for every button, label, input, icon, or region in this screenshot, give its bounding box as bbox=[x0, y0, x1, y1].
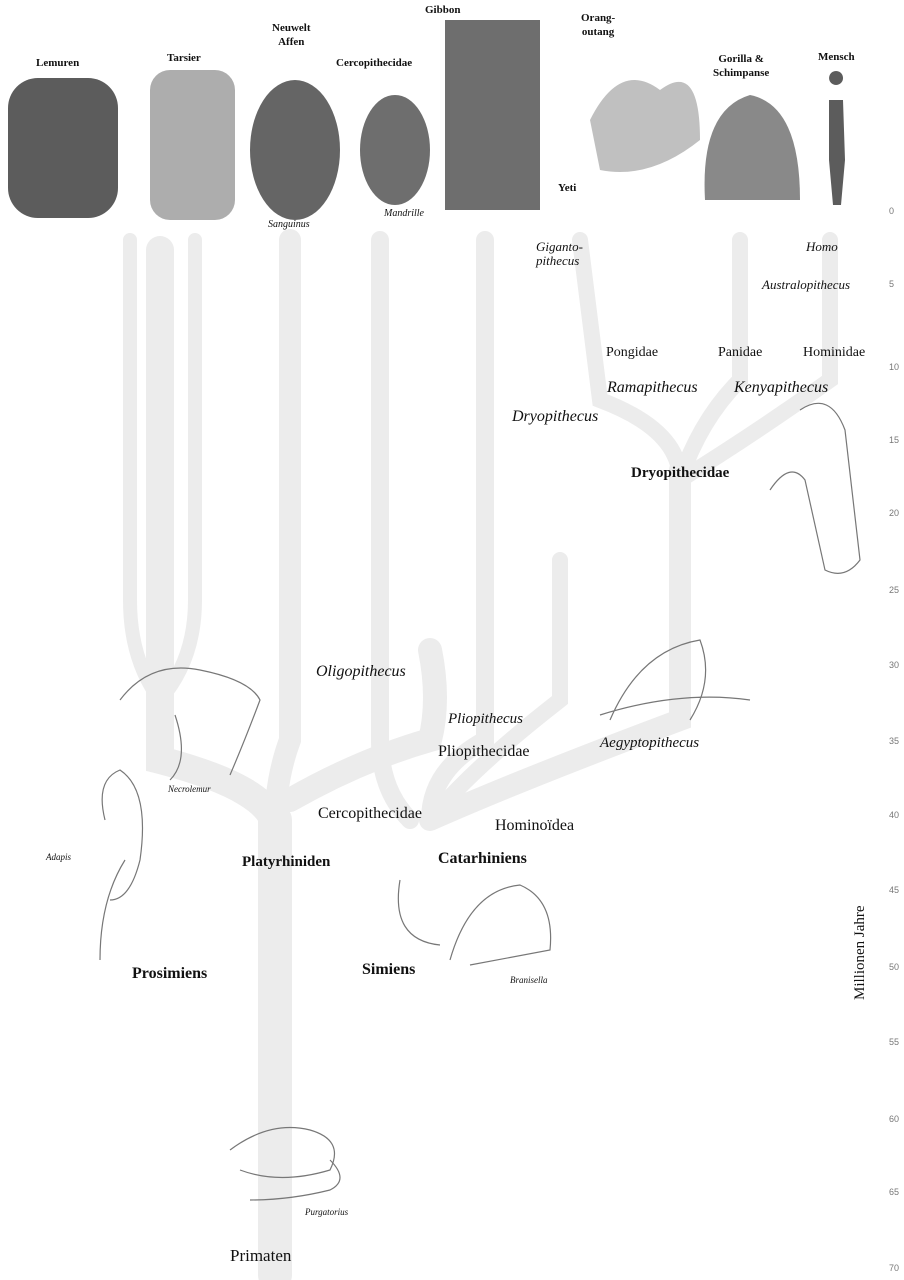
taxon-hominoidea: Hominoïdea bbox=[495, 818, 574, 834]
axis-tick-10: 10 bbox=[889, 362, 899, 372]
caption-yeti: Yeti bbox=[558, 183, 576, 194]
taxon-simiens: Simiens bbox=[362, 962, 415, 978]
caption-necrolemur: Necrolemur bbox=[168, 785, 211, 794]
taxon-primaten: Primaten bbox=[230, 1247, 291, 1264]
header-neuwelt-affen: Neuwelt Affen bbox=[272, 21, 311, 50]
axis-tick-25: 25 bbox=[889, 585, 899, 595]
axis-tick-65: 65 bbox=[889, 1187, 899, 1197]
axis-tick-70: 70 bbox=[889, 1263, 899, 1273]
header-gorilla-schimpanse: Gorilla & Schimpanse bbox=[713, 52, 769, 81]
necrolemur-drawing bbox=[120, 668, 260, 780]
header-lemuren: Lemuren bbox=[36, 58, 79, 69]
taxon-gigantopithecus: Giganto- pithecus bbox=[536, 240, 583, 267]
caption-purgatorius: Purgatorius bbox=[305, 1208, 348, 1217]
axis-tick-55: 55 bbox=[889, 1037, 899, 1047]
taxon-kenyapithecus: Kenyapithecus bbox=[734, 380, 828, 396]
taxon-catarhiniens: Catarhiniens bbox=[438, 851, 527, 867]
taxon-panidae: Panidae bbox=[718, 346, 762, 360]
hominid-figure-drawing bbox=[770, 403, 860, 573]
taxon-ramapithecus: Ramapithecus bbox=[607, 380, 698, 396]
taxon-aegyptopithecus: Aegyptopithecus bbox=[600, 736, 699, 751]
caption-mandrille: Mandrille bbox=[384, 209, 424, 219]
taxon-homo: Homo bbox=[806, 240, 838, 253]
purgatorius-drawing bbox=[230, 1128, 340, 1201]
header-mensch: Mensch bbox=[818, 52, 855, 63]
aegyptopithecus-drawing bbox=[600, 640, 750, 720]
caption-branisella: Branisella bbox=[510, 976, 548, 985]
caption-sanguinus: Sanguinus bbox=[268, 220, 310, 230]
header-gibbon: Gibbon bbox=[425, 5, 460, 16]
taxon-oligopithecus: Oligopithecus bbox=[316, 664, 406, 680]
branisella-drawing bbox=[398, 880, 550, 965]
axis-tick-50: 50 bbox=[889, 962, 899, 972]
axis-tick-20: 20 bbox=[889, 508, 899, 518]
axis-tick-40: 40 bbox=[889, 810, 899, 820]
taxon-hominidae: Hominidae bbox=[803, 346, 865, 360]
taxon-prosimiens: Prosimiens bbox=[132, 966, 207, 982]
adapis-drawing bbox=[100, 770, 143, 960]
axis-tick-35: 35 bbox=[889, 736, 899, 746]
taxon-platyrhiniden: Platyrhiniden bbox=[242, 855, 330, 870]
axis-tick-15: 15 bbox=[889, 435, 899, 445]
caption-adapis: Adapis bbox=[46, 853, 71, 862]
axis-tick-45: 45 bbox=[889, 885, 899, 895]
axis-title: Millionen Jahre bbox=[852, 800, 869, 1000]
taxon-australopithecus: Australopithecus bbox=[762, 278, 850, 291]
header-orang-outang: Orang- outang bbox=[581, 11, 615, 40]
taxon-pliopithecidae: Pliopithecidae bbox=[438, 744, 530, 760]
header-cercopithecidae: Cercopithecidae bbox=[336, 58, 412, 69]
axis-tick-60: 60 bbox=[889, 1114, 899, 1124]
taxon-pongidae: Pongidae bbox=[606, 346, 658, 360]
axis-tick-30: 30 bbox=[889, 660, 899, 670]
header-tarsier: Tarsier bbox=[167, 53, 201, 64]
axis-tick-5: 5 bbox=[889, 279, 894, 289]
taxon-cercopithecidae: Cercopithecidae bbox=[318, 806, 422, 822]
taxon-dryopithecus: Dryopithecus bbox=[512, 409, 598, 425]
axis-tick-0: 0 bbox=[889, 206, 894, 216]
taxon-pliopithecus: Pliopithecus bbox=[448, 712, 523, 727]
taxon-dryopithecidae: Dryopithecidae bbox=[631, 466, 729, 481]
